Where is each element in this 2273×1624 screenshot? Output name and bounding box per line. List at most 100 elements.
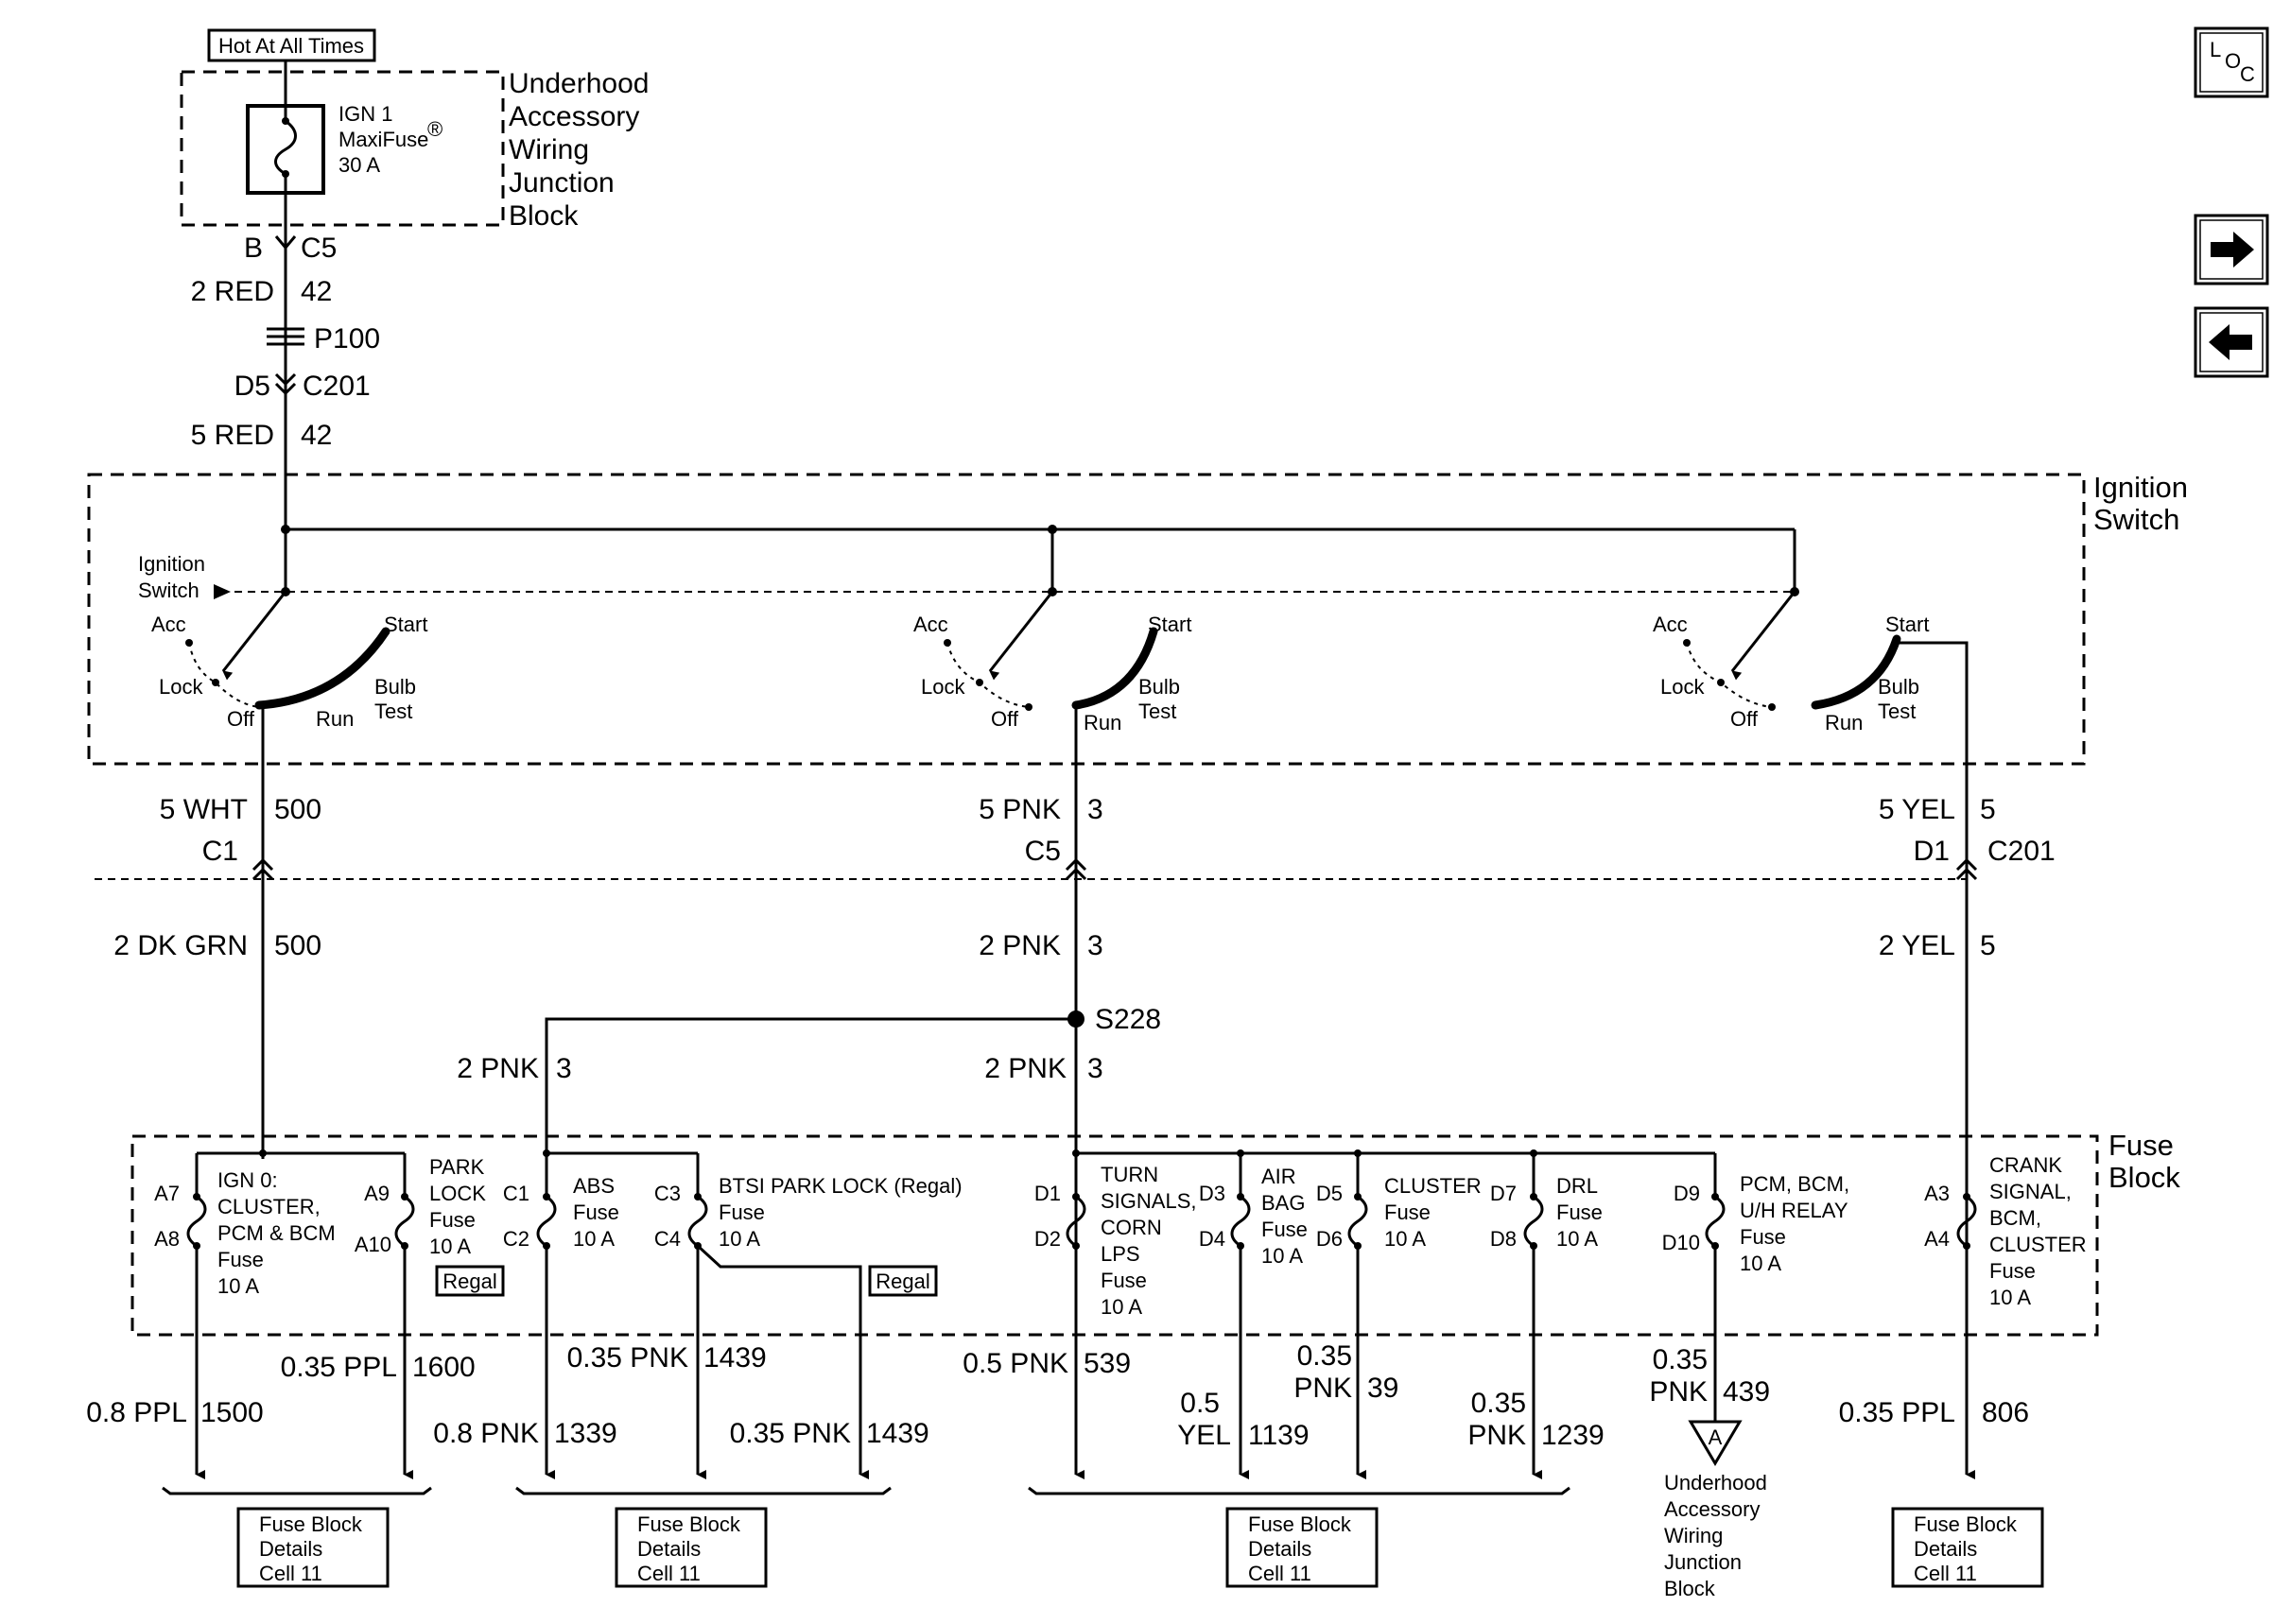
svg-text:Start: Start <box>384 613 427 636</box>
fuse-crank-signal: A3 A4 CRANK SIGNAL, BCM, CLUSTER Fuse 10… <box>1924 1153 2087 1309</box>
connector-c5-icon <box>274 235 297 251</box>
svg-text:Off: Off <box>991 707 1019 731</box>
fuse-block-details-link-1[interactable]: Fuse Block Details Cell 11 <box>236 1507 390 1588</box>
loc-letter-l: L <box>2210 38 2221 61</box>
fuse-turn-signals: D1 D2 TURN SIGNALS, CORN LPS Fuse 10 A <box>1034 1163 1197 1319</box>
svg-text:PCM, BCM,: PCM, BCM, <box>1740 1172 1849 1196</box>
ignition-switch-section-2: Acc Lock Off Run Start Bulb Test <box>913 591 1191 1479</box>
fuse-block-details-link-3[interactable]: Fuse Block Details Cell 11 <box>1225 1507 1379 1588</box>
svg-text:10 A: 10 A <box>1989 1286 2031 1309</box>
underhood-junction-block-outline <box>180 70 505 227</box>
svg-text:Run: Run <box>316 707 354 731</box>
fuse-type: MaxiFuse <box>338 128 428 151</box>
offpage-connector-a[interactable]: A <box>1688 1420 1743 1466</box>
svg-text:Wiring: Wiring <box>1664 1524 1723 1547</box>
ignition-switch-section-3: Acc Lock Off Run Start Bulb Test <box>1653 591 1975 1479</box>
svg-text:Details: Details <box>1914 1537 1977 1561</box>
wire-806-circuit: 806 <box>1982 1397 2029 1428</box>
wire-439-color-2: PNK <box>1649 1376 1708 1408</box>
wire-539-color: 0.5 PNK <box>963 1348 1068 1379</box>
svg-text:Acc: Acc <box>151 613 186 636</box>
svg-text:CLUSTER: CLUSTER <box>1989 1233 2087 1256</box>
svg-text:CRANK: CRANK <box>1989 1153 2062 1177</box>
underhood-block-name: Underhood Accessory Wiring Junction Bloc… <box>509 68 649 232</box>
wire-1239-circuit: 1239 <box>1541 1420 1605 1451</box>
inner-ignition-label: Ignition <box>138 552 205 576</box>
svg-text:A3: A3 <box>1924 1182 1950 1205</box>
ignition-switch-title: Ignition <box>2093 471 2188 504</box>
inner-switch-label: Switch <box>138 579 200 602</box>
svg-text:LPS: LPS <box>1101 1242 1140 1266</box>
svg-text:TURN: TURN <box>1101 1163 1158 1186</box>
conn-c1-label: C1 <box>202 836 238 867</box>
svg-text:A4: A4 <box>1924 1227 1950 1251</box>
svg-text:Bulb: Bulb <box>1878 675 1919 699</box>
svg-text:ABS: ABS <box>573 1174 615 1198</box>
splice-s228-label: S228 <box>1095 1004 1161 1035</box>
svg-text:Bulb: Bulb <box>1138 675 1180 699</box>
prev-page-button[interactable] <box>2194 306 2269 378</box>
svg-text:D4: D4 <box>1199 1227 1225 1251</box>
svg-text:Accessory: Accessory <box>1664 1497 1760 1521</box>
svg-text:10 A: 10 A <box>1384 1227 1426 1251</box>
svg-text:Hot At All Times: Hot At All Times <box>218 34 364 58</box>
wire-1439a-color: 0.35 PNK <box>567 1342 688 1373</box>
fuse-park-lock: A9 A10 PARK LOCK Fuse 10 A Regal <box>355 1155 505 1479</box>
svg-text:CLUSTER,: CLUSTER, <box>217 1195 321 1218</box>
svg-text:D10: D10 <box>1662 1231 1700 1254</box>
svg-text:D9: D9 <box>1674 1182 1700 1205</box>
fuse-block-title-2: Block <box>2108 1161 2180 1194</box>
svg-text:Test: Test <box>374 700 412 723</box>
wire-439-color-1: 0.35 <box>1653 1344 1708 1375</box>
svg-text:Fuse: Fuse <box>573 1201 619 1224</box>
svg-text:Fuse: Fuse <box>1740 1225 1786 1249</box>
svg-text:U/H RELAY: U/H RELAY <box>1740 1199 1848 1222</box>
svg-text:D2: D2 <box>1034 1227 1061 1251</box>
connector-c1-icon <box>252 857 274 881</box>
svg-text:CORN: CORN <box>1101 1216 1162 1239</box>
wire-806-color: 0.35 PPL <box>1839 1397 1955 1428</box>
fuse-block-title: Fuse <box>2108 1129 2174 1162</box>
fuse-block-details-link-2[interactable]: Fuse Block Details Cell 11 <box>615 1507 768 1588</box>
svg-text:A9: A9 <box>364 1182 390 1205</box>
svg-text:Acc: Acc <box>913 613 948 636</box>
p100-label: P100 <box>314 323 380 354</box>
wire-439-circuit: 439 <box>1723 1376 1770 1408</box>
wire-1239-color-2: PNK <box>1467 1420 1526 1451</box>
svg-text:Underhood: Underhood <box>1664 1471 1767 1494</box>
svg-text:Fuse: Fuse <box>217 1248 264 1271</box>
next-page-button[interactable] <box>2194 214 2269 285</box>
svg-text:Fuse Block: Fuse Block <box>1248 1512 1352 1536</box>
svg-text:10 A: 10 A <box>429 1235 471 1258</box>
regal-tag-1: Regal <box>442 1270 496 1293</box>
wire-2pnk-label: 2 PNK <box>979 930 1061 961</box>
wire-2red-label: 2 RED <box>191 276 274 307</box>
svg-text:SIGNALS,: SIGNALS, <box>1101 1189 1196 1213</box>
splice-mid-circuit: 3 <box>1087 1053 1103 1084</box>
wire-1500-circuit: 1500 <box>200 1397 264 1428</box>
wire-1139-circuit: 1139 <box>1248 1420 1310 1451</box>
svg-text:10 A: 10 A <box>217 1274 259 1298</box>
wire-39-color-1: 0.35 <box>1297 1340 1352 1372</box>
svg-text:Test: Test <box>1878 700 1916 723</box>
svg-text:AIR: AIR <box>1261 1165 1296 1188</box>
circuit-3b-label: 3 <box>1087 930 1103 961</box>
svg-text:Details: Details <box>637 1537 701 1561</box>
conn-c201-right-label: C201 <box>1987 836 2056 867</box>
svg-text:IGN 0:: IGN 0: <box>217 1168 278 1192</box>
loc-button[interactable]: L O C <box>2194 26 2269 98</box>
svg-text:CLUSTER: CLUSTER <box>1384 1174 1482 1198</box>
connector-c201-icon <box>274 372 297 396</box>
ign1-maxifuse <box>246 60 325 195</box>
svg-text:A7: A7 <box>154 1182 180 1205</box>
svg-text:10 A: 10 A <box>573 1227 615 1251</box>
fuse-btsi-park-lock: C3 C4 BTSI PARK LOCK (Regal) Fuse 10 A R… <box>654 1174 963 1479</box>
svg-text:Fuse Block: Fuse Block <box>637 1512 741 1536</box>
svg-text:D3: D3 <box>1199 1182 1225 1205</box>
svg-text:BCM,: BCM, <box>1989 1206 2041 1230</box>
svg-text:Off: Off <box>227 707 255 731</box>
wire-1239-color-1: 0.35 <box>1471 1388 1526 1419</box>
fuse-block-details-link-4[interactable]: Fuse Block Details Cell 11 <box>1891 1507 2044 1588</box>
svg-text:Lock: Lock <box>159 675 203 699</box>
conn-pin-d1: D1 <box>1914 836 1950 867</box>
